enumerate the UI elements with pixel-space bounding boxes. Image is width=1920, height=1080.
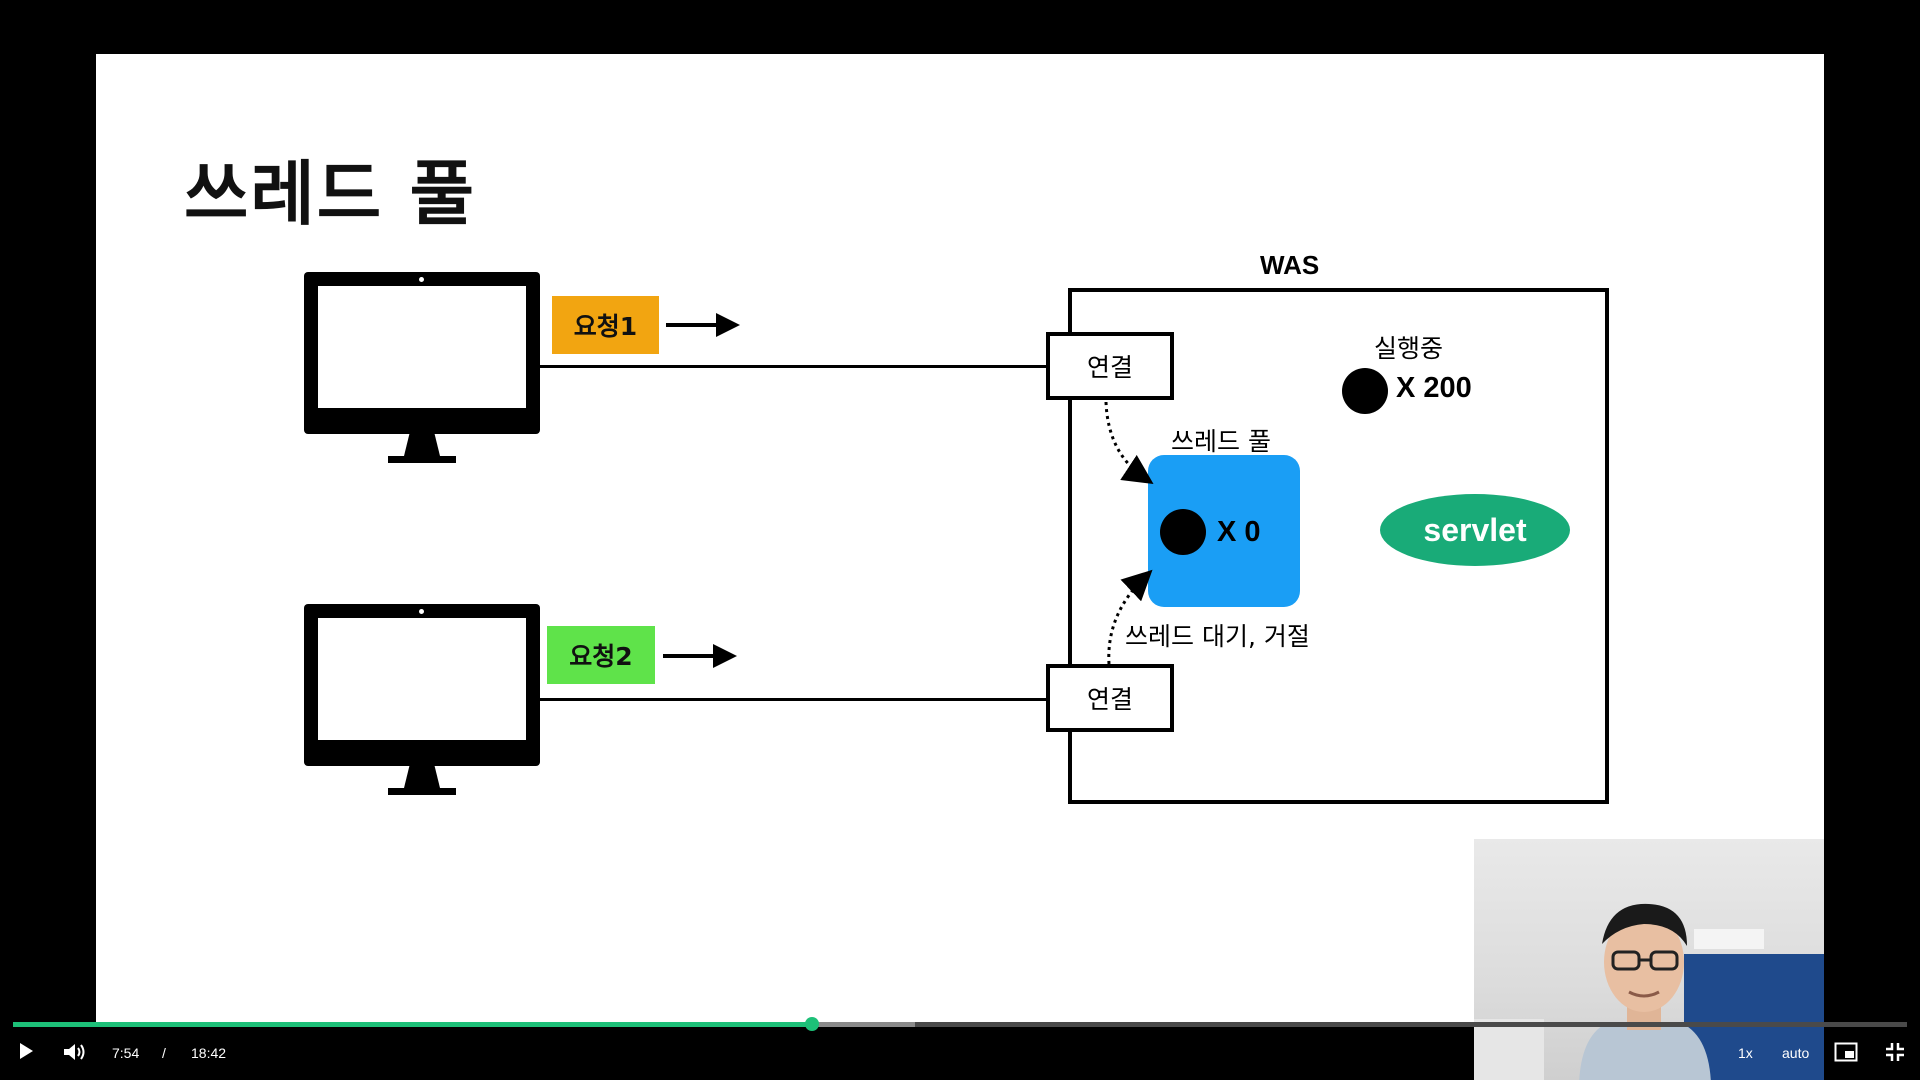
connection-1-label: 연결 [1086,353,1133,382]
connection-box-1: 연결 [1046,332,1174,400]
request-2-arrow [663,644,737,668]
waiting-label: 쓰레드 대기, 거절 [1125,622,1310,651]
connection-line-1 [540,365,1054,368]
slide-title: 쓰레드 풀 [184,153,476,235]
connection-box-2: 연결 [1046,664,1174,732]
exit-fullscreen-icon[interactable] [1885,1042,1905,1062]
time-separator: / [162,1045,166,1061]
play-icon[interactable] [18,1042,34,1060]
connection-line-2 [540,698,1054,701]
running-label: 실행중 [1374,334,1444,363]
slide: 쓰레드 풀 요청1 요청2 WAS 연결 연결 실행중 X 200 쓰레드 풀 … [96,54,1824,1026]
request-1-arrow [666,313,740,337]
was-box [1068,288,1609,804]
connection-1-to-pool-arrow [1104,401,1154,484]
person-icon [1579,903,1711,1080]
servlet-label: servlet [1423,511,1527,548]
progress-fill [13,1022,812,1027]
connection-2-label: 연결 [1086,685,1133,714]
pool-count: X 0 [1217,516,1261,548]
current-time: 7:54 [112,1045,140,1061]
video-controls: 7:54 / 18:42 1x auto [0,1012,1920,1080]
connection-2-to-pool-arrow [1107,569,1153,665]
duration: 18:42 [191,1045,227,1061]
pool-thread-dot [1160,509,1206,555]
servlet-ellipse: servlet [1380,494,1570,566]
request-1-tag: 요청1 [552,296,659,354]
progress-track[interactable] [13,1022,1907,1027]
thread-pool-label: 쓰레드 풀 [1171,427,1271,456]
progress-knob[interactable] [805,1017,819,1031]
request-2-label: 요청2 [569,642,633,671]
running-thread-dot [1342,368,1388,414]
was-label: WAS [1260,250,1320,280]
request-2-tag: 요청2 [547,626,655,684]
running-count: X 200 [1396,372,1472,404]
instructor-webcam [1474,839,1824,1080]
volume-icon[interactable] [63,1042,87,1062]
request-1-label: 요청1 [573,312,638,341]
playback-speed[interactable]: 1x [1738,1045,1753,1061]
pip-icon[interactable] [1834,1042,1858,1062]
quality-selector[interactable]: auto [1782,1045,1810,1061]
